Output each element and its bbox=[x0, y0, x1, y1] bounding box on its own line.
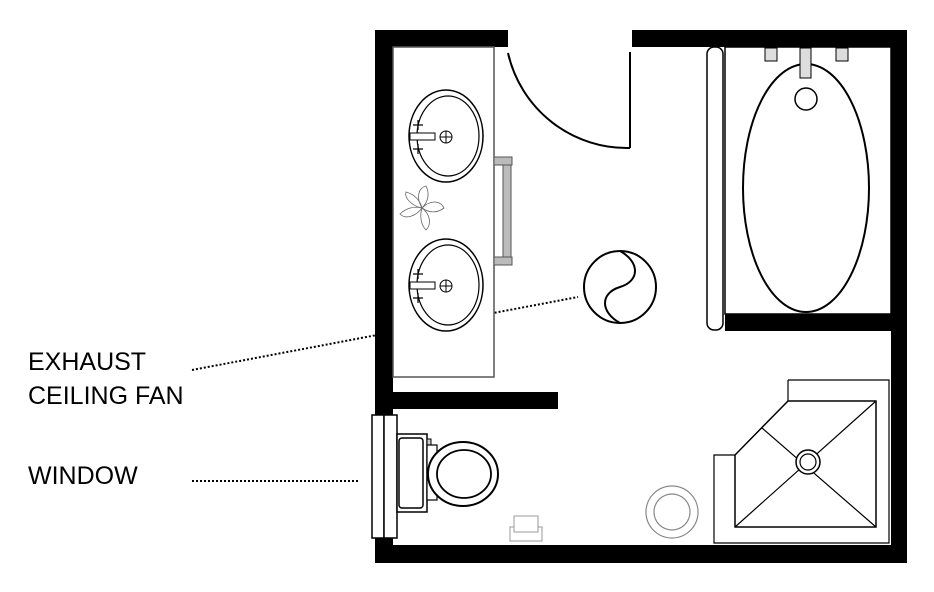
exhaust-fan-label-line2: CEILING FAN bbox=[28, 382, 184, 410]
towel-bar bbox=[493, 156, 513, 266]
flower-decoration-icon bbox=[399, 185, 445, 231]
sink-1 bbox=[408, 89, 484, 183]
toilet bbox=[396, 433, 499, 513]
exhaust-fan-label-line1: EXHAUST bbox=[28, 348, 147, 376]
walls bbox=[375, 30, 907, 563]
vanity bbox=[392, 46, 495, 378]
window-label: WINDOW bbox=[28, 462, 138, 490]
floor-drain-circle bbox=[645, 485, 699, 539]
window bbox=[371, 414, 398, 539]
bathtub bbox=[706, 46, 892, 331]
corner-shower bbox=[713, 379, 890, 544]
trash-bin-icon bbox=[509, 515, 543, 542]
exhaust-fan-icon bbox=[583, 250, 657, 324]
sink-2 bbox=[408, 238, 484, 332]
door-swing bbox=[507, 52, 631, 150]
